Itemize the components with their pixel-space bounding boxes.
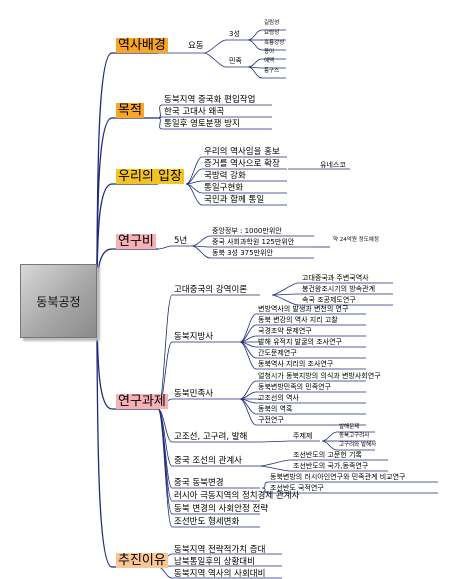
connector-line bbox=[239, 380, 257, 400]
node[interactable]: 발해문제 bbox=[339, 424, 360, 430]
node[interactable]: 동북 3성 375만위안 bbox=[212, 249, 273, 257]
connector-line bbox=[157, 408, 173, 489]
node[interactable]: 증거를 역사으로 확장 bbox=[204, 159, 280, 169]
connector-line bbox=[259, 459, 291, 467]
node[interactable]: 동북고구려사 bbox=[339, 433, 370, 439]
connector-line bbox=[239, 398, 257, 426]
connector-line bbox=[271, 282, 299, 296]
node[interactable]: 중국 동북변경 bbox=[174, 478, 224, 488]
connector-line bbox=[191, 235, 211, 247]
node[interactable]: 중앙정부 : 1000만위안 bbox=[212, 227, 282, 235]
node[interactable]: 조선반도 국적연구 bbox=[270, 484, 324, 492]
topic-history-background[interactable]: 역사배경 bbox=[116, 38, 168, 53]
node[interactable]: 유네스코 bbox=[320, 161, 346, 169]
node[interactable]: 주제제 bbox=[293, 432, 313, 440]
node[interactable]: 국민과 함께 통일 bbox=[204, 195, 265, 205]
node[interactable]: 고조선의 역사 bbox=[258, 394, 299, 402]
node[interactable]: 통일후 영토분쟁 방지 bbox=[164, 119, 240, 129]
topic-research-budget[interactable]: 연구비 bbox=[116, 234, 156, 249]
connector-line bbox=[271, 294, 299, 306]
connector-line bbox=[157, 104, 163, 119]
topic-our-position[interactable]: 우리의 입장 bbox=[116, 169, 184, 184]
connector-line bbox=[157, 294, 173, 410]
connector-line bbox=[261, 481, 269, 489]
connector-line bbox=[247, 39, 263, 51]
node[interactable]: 조선반도 형세변화 bbox=[174, 517, 240, 527]
connector-line bbox=[203, 39, 227, 54]
node[interactable]: 동북지역 역사의 사회대비 bbox=[174, 569, 266, 579]
center-topic[interactable]: 동북공정 bbox=[20, 264, 97, 338]
connector-line bbox=[259, 465, 291, 472]
node[interactable]: 변방역사의 발생과 변천의 연구 bbox=[258, 305, 349, 313]
connector-line bbox=[157, 408, 173, 528]
node[interactable]: 동북변방의 러시아인연구와 민족관계 비교연구 bbox=[270, 473, 406, 481]
connector-line bbox=[185, 156, 203, 185]
topic-promotion-reasons[interactable]: 추진이유 bbox=[116, 553, 168, 568]
connector-line bbox=[191, 245, 211, 259]
node[interactable]: 흑룡강성 bbox=[264, 40, 285, 46]
node[interactable]: 속국 조공제도연구 bbox=[302, 296, 356, 304]
connector-line bbox=[157, 566, 173, 579]
connector-line bbox=[247, 66, 263, 79]
connector-line bbox=[239, 341, 257, 370]
connector-line bbox=[259, 440, 291, 443]
node[interactable]: 동북 변경의 사회안정 전략 bbox=[174, 504, 269, 514]
connector-line bbox=[203, 52, 227, 68]
node[interactable]: 통일구현화 bbox=[204, 183, 244, 193]
node[interactable]: 요동 bbox=[188, 41, 204, 51]
connector-line bbox=[185, 183, 203, 206]
node[interactable]: 고대중국의 강역이론 bbox=[174, 285, 248, 295]
connector-line bbox=[94, 299, 113, 568]
connector-line bbox=[321, 431, 338, 442]
node[interactable]: 5년 bbox=[174, 236, 188, 246]
node[interactable]: 봉건왕조시기의 방속관계 bbox=[302, 285, 376, 293]
connector-line bbox=[247, 58, 263, 68]
node[interactable]: 국경조약 문제연구 bbox=[258, 327, 312, 335]
node[interactable]: 국방력 강화 bbox=[204, 171, 246, 181]
node[interactable]: 동북 변강의 역사 지리 고찰 bbox=[258, 316, 338, 324]
node[interactable]: 동북역사 지리의 조사연구 bbox=[258, 360, 334, 368]
node[interactable]: 남북통일후의 상황대비 bbox=[174, 557, 255, 567]
node[interactable]: 몽이 bbox=[264, 49, 275, 55]
node[interactable]: 고대중국과 주변국역사 bbox=[302, 274, 369, 282]
topic-purpose[interactable]: 목적 bbox=[116, 103, 144, 118]
node[interactable]: 민족 bbox=[229, 57, 242, 65]
node[interactable]: 구전연구 bbox=[258, 416, 284, 424]
node[interactable]: 길림성 bbox=[264, 20, 280, 26]
node[interactable]: 고구려와 발해사 bbox=[339, 442, 377, 448]
connector-line bbox=[247, 29, 263, 41]
node[interactable]: 동북민족사 bbox=[174, 389, 214, 399]
node[interactable]: 얼청시가 동북지방의 의식과 변방사회연구 bbox=[258, 372, 381, 380]
node[interactable]: 동북지방사 bbox=[174, 332, 214, 342]
node[interactable]: 우리의 역사임을 홍보 bbox=[204, 147, 280, 157]
node[interactable]: 고조선, 고구려, 발해 bbox=[174, 432, 248, 442]
node[interactable]: 예맥 bbox=[264, 58, 275, 64]
node[interactable]: 한국 고대사 왜곡 bbox=[164, 107, 225, 117]
node[interactable]: 약 24억원 정도예정 bbox=[333, 237, 379, 243]
node[interactable]: 조선반도의 고문헌 기록 bbox=[293, 451, 362, 459]
node[interactable]: 퉁구스 bbox=[264, 68, 280, 74]
connector-line bbox=[157, 117, 163, 130]
node[interactable]: 동북의 역혹 bbox=[258, 405, 293, 413]
node[interactable]: 조선반도의 국가,동족연구 bbox=[293, 462, 369, 470]
node[interactable]: 요령성 bbox=[264, 30, 280, 36]
connector-line bbox=[261, 487, 269, 494]
connector-line bbox=[157, 245, 173, 250]
center-topic-label: 동북공정 bbox=[36, 294, 81, 309]
node[interactable]: 동북지역 중국화 편입작업 bbox=[164, 95, 256, 105]
node[interactable]: 3성 bbox=[229, 30, 240, 38]
topic-research-tasks[interactable]: 연구과제 bbox=[116, 394, 168, 409]
node[interactable]: 발해 유적지 발굴의 조사연구 bbox=[258, 338, 342, 346]
node[interactable]: 동북지역 전략적가치 증대 bbox=[174, 545, 266, 555]
connector-line bbox=[157, 408, 173, 502]
node[interactable]: 중국 사회과학원 125만위안 bbox=[212, 238, 295, 246]
node[interactable]: 러시아 극동지역의 정치경제 관계사 bbox=[174, 491, 300, 501]
node[interactable]: 동북변방민족의 민족연구 bbox=[258, 383, 332, 391]
connector-line bbox=[239, 313, 257, 343]
node[interactable]: 중국 조선의 관계사 bbox=[174, 456, 242, 466]
node[interactable]: 간도문제연구 bbox=[258, 349, 297, 357]
connector-line bbox=[321, 440, 338, 451]
